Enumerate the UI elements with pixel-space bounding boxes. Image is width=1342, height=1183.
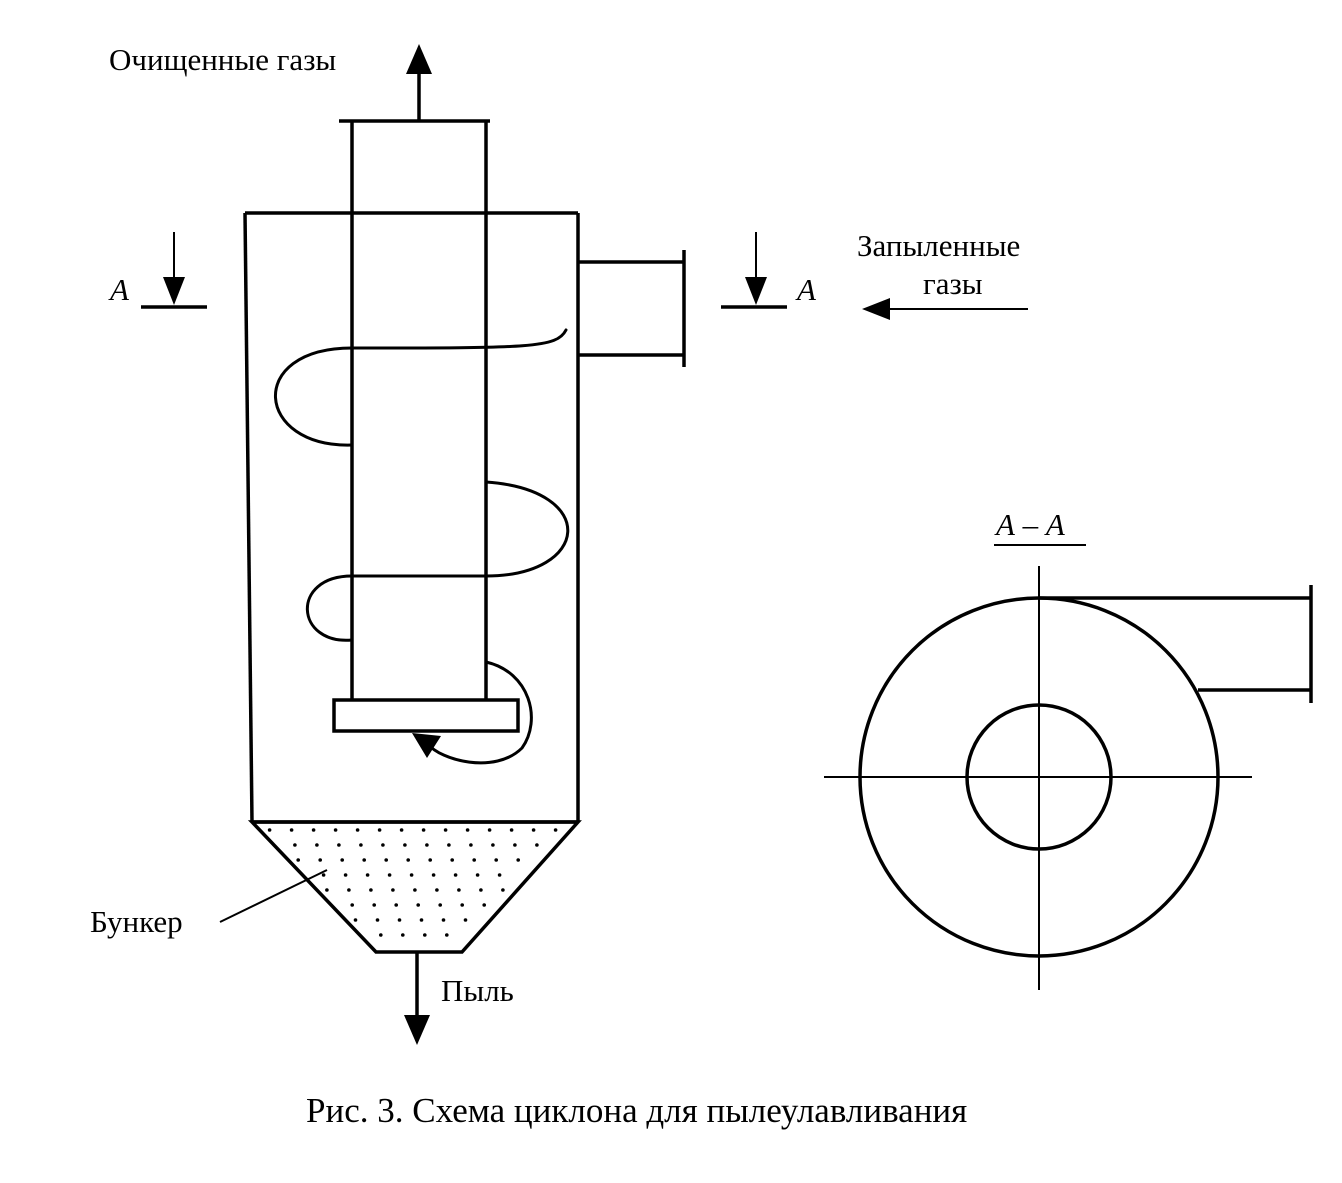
dust-dot bbox=[475, 873, 480, 877]
dust-dot bbox=[311, 828, 316, 832]
dust-dot bbox=[423, 933, 427, 937]
dust-dot bbox=[416, 903, 421, 907]
clean-gas-outlet-arrow bbox=[406, 44, 432, 120]
section-tangential-inlet bbox=[1039, 585, 1313, 703]
section-mark-right bbox=[721, 232, 787, 309]
dust-dot bbox=[350, 903, 355, 907]
dust-dot bbox=[535, 843, 539, 847]
dust-dot bbox=[365, 873, 370, 877]
dust-dot bbox=[438, 903, 443, 907]
dust-dot bbox=[343, 873, 348, 877]
dust-dot bbox=[387, 873, 392, 877]
dust-dot bbox=[315, 843, 319, 847]
dust-dot bbox=[413, 888, 417, 892]
dust-dot bbox=[463, 918, 468, 922]
dust-dot bbox=[445, 933, 449, 937]
dust-dot bbox=[431, 873, 436, 877]
dust-dot bbox=[406, 858, 411, 862]
dust-dot bbox=[497, 873, 502, 877]
hopper-leader-line bbox=[219, 869, 328, 923]
dust-dot bbox=[399, 828, 404, 832]
dust-dot bbox=[443, 828, 448, 832]
dust-dot bbox=[381, 843, 385, 847]
dust-label: Пыль bbox=[441, 973, 514, 1008]
dust-dot bbox=[425, 843, 429, 847]
dust-dot bbox=[347, 888, 351, 892]
section-mark-left bbox=[141, 232, 207, 309]
dust-dot bbox=[428, 858, 433, 862]
dust-dot bbox=[453, 873, 458, 877]
dust-dot bbox=[379, 933, 383, 937]
figure-caption: Рис. 3. Схема циклона для пылеулавливани… bbox=[306, 1091, 967, 1130]
vortex-flow-arrowhead bbox=[412, 733, 441, 758]
dust-dot bbox=[531, 828, 536, 832]
clean-gas-label: Очищенные газы bbox=[109, 42, 336, 77]
pipe-end-plate bbox=[332, 698, 520, 733]
dust-dot bbox=[296, 858, 301, 862]
inlet-pipe bbox=[578, 250, 686, 367]
dust-dot bbox=[369, 888, 373, 892]
dusty-gas-label-line1: Запыленные bbox=[857, 228, 1020, 263]
dust-dot bbox=[435, 888, 439, 892]
dust-dot bbox=[391, 888, 395, 892]
dust-dot bbox=[450, 858, 455, 862]
dust-dot bbox=[359, 843, 363, 847]
dust-dot bbox=[487, 828, 492, 832]
dust-dot bbox=[375, 918, 380, 922]
dust-dot bbox=[491, 843, 495, 847]
dust-dot bbox=[447, 843, 451, 847]
section-label-right: А bbox=[795, 272, 817, 307]
section-view bbox=[824, 566, 1313, 990]
dust-dot bbox=[501, 888, 505, 892]
dust-dot bbox=[377, 828, 382, 832]
dusty-gas-inlet-arrow bbox=[862, 298, 1028, 320]
dust-dot bbox=[441, 918, 446, 922]
dust-dot bbox=[333, 828, 338, 832]
dust-dot bbox=[401, 933, 405, 937]
hopper bbox=[247, 820, 582, 954]
dust-dot bbox=[479, 888, 483, 892]
dust-dot bbox=[318, 858, 323, 862]
dust-dot bbox=[321, 873, 326, 877]
dust-dot bbox=[403, 843, 407, 847]
dust-dot bbox=[482, 903, 487, 907]
dust-dot bbox=[267, 828, 272, 832]
dust-dot bbox=[397, 918, 402, 922]
dust-dot bbox=[355, 828, 360, 832]
section-inner-pipe bbox=[965, 703, 1113, 851]
dust-dot bbox=[469, 843, 473, 847]
exhaust-pipe bbox=[339, 119, 490, 700]
dust-dot bbox=[337, 843, 341, 847]
dust-dot bbox=[384, 858, 389, 862]
dust-dot bbox=[465, 828, 470, 832]
hopper-label: Бункер bbox=[90, 904, 183, 939]
vortex-flow-path bbox=[274, 328, 570, 765]
dust-dot bbox=[372, 903, 377, 907]
dust-dot bbox=[509, 828, 514, 832]
dust-dot bbox=[362, 858, 367, 862]
dust-dot bbox=[340, 858, 345, 862]
dust-dot bbox=[289, 828, 294, 832]
section-view-title: А – А bbox=[994, 507, 1066, 542]
dust-dot bbox=[494, 858, 499, 862]
dust-outlet-arrow bbox=[404, 952, 430, 1045]
dust-dot bbox=[513, 843, 517, 847]
dust-dot bbox=[293, 843, 297, 847]
hopper-dust-fill bbox=[267, 828, 558, 937]
dust-dot bbox=[325, 888, 329, 892]
dust-dot bbox=[353, 918, 358, 922]
section-label-left: А bbox=[108, 272, 130, 307]
dust-dot bbox=[472, 858, 477, 862]
dust-dot bbox=[419, 918, 424, 922]
dust-dot bbox=[421, 828, 426, 832]
dust-dot bbox=[409, 873, 414, 877]
dust-dot bbox=[457, 888, 461, 892]
dusty-gas-label-line2: газы bbox=[923, 266, 983, 301]
dust-dot bbox=[394, 903, 399, 907]
dust-dot bbox=[516, 858, 520, 862]
dust-dot bbox=[553, 828, 558, 832]
dust-dot bbox=[460, 903, 465, 907]
